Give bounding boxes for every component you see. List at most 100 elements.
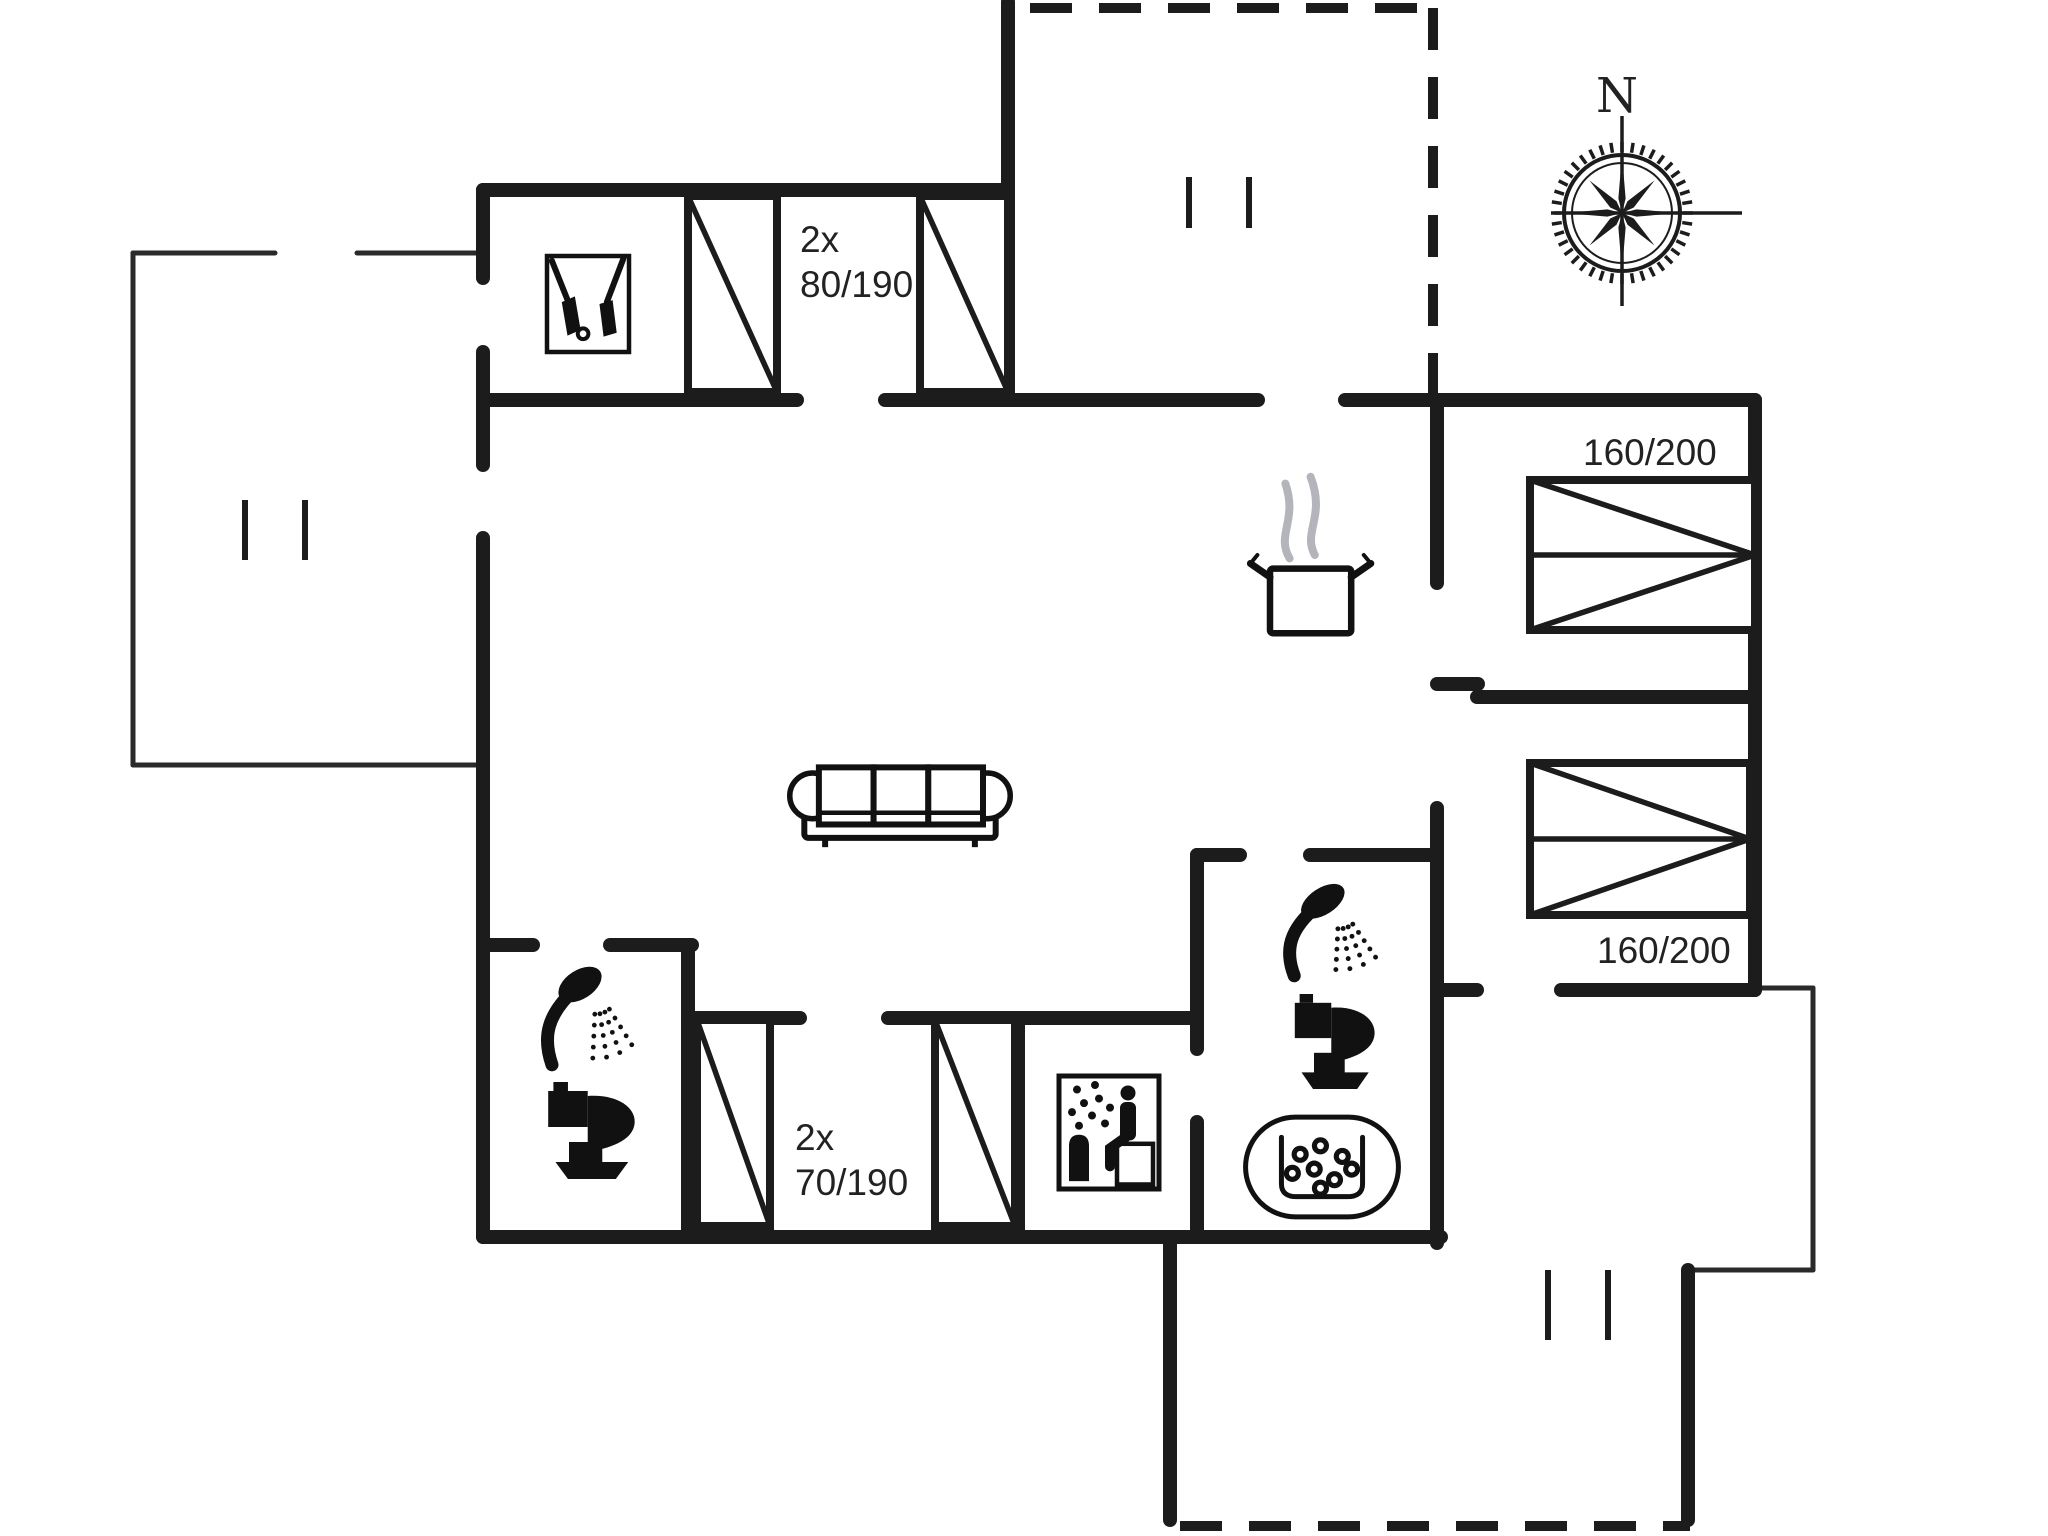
label-line: 80/190 bbox=[800, 264, 913, 305]
spray-dot bbox=[1345, 924, 1351, 930]
bed-diagonal bbox=[1529, 760, 1751, 842]
compass-tooth bbox=[1609, 142, 1615, 154]
spray-dot bbox=[609, 1029, 615, 1035]
spray-dot bbox=[1367, 946, 1373, 952]
spray-dot bbox=[613, 1040, 619, 1045]
spray-dot bbox=[617, 1050, 623, 1056]
spray-dot bbox=[1347, 966, 1353, 972]
bed-symbol bbox=[931, 1016, 1019, 1230]
sauna-steam-dot bbox=[1068, 1108, 1076, 1117]
pot-body bbox=[1266, 565, 1355, 637]
shower-icon bbox=[1283, 883, 1379, 983]
spray-dot bbox=[1344, 946, 1349, 952]
compass-tooth bbox=[1553, 230, 1565, 237]
spray-dot bbox=[1350, 921, 1356, 927]
bubble-hole bbox=[1288, 1169, 1296, 1177]
compass-tooth bbox=[1598, 270, 1605, 282]
label-line: 2x bbox=[795, 1117, 835, 1158]
person-legs bbox=[1105, 1132, 1131, 1172]
bed-diagonal bbox=[917, 194, 1011, 394]
compass-tooth bbox=[1551, 200, 1563, 206]
compass-tooth bbox=[1681, 220, 1693, 226]
vacuum-wheel bbox=[575, 326, 591, 342]
bubble-hole bbox=[1331, 1176, 1338, 1184]
sauna-steam-dot bbox=[1095, 1094, 1103, 1103]
bed-diagonal bbox=[1529, 836, 1751, 918]
room-icons bbox=[540, 253, 1401, 1220]
spray-dot bbox=[612, 1015, 618, 1021]
compass-tooth bbox=[1578, 261, 1588, 272]
person-body bbox=[1120, 1101, 1136, 1141]
spray-dot bbox=[602, 1009, 608, 1015]
bed-symbol bbox=[684, 192, 781, 396]
compass-tooth bbox=[1656, 261, 1666, 272]
compass-tooth bbox=[1551, 220, 1563, 226]
terrace-outline bbox=[130, 250, 1816, 1273]
sauna-steam-dot bbox=[1106, 1103, 1114, 1112]
toilet-stem bbox=[569, 1142, 603, 1164]
spray-dot bbox=[1345, 956, 1351, 962]
compass-tooth bbox=[1609, 272, 1615, 284]
spray-dot bbox=[623, 1033, 629, 1039]
toilet-bowl bbox=[587, 1095, 635, 1152]
label-line: 2x bbox=[800, 219, 840, 260]
tool-handle bbox=[603, 255, 627, 306]
spray-dot bbox=[1333, 967, 1339, 972]
brush-body bbox=[599, 300, 617, 337]
shower-head bbox=[558, 966, 602, 1003]
steam-wisp bbox=[1280, 479, 1294, 563]
compass-tooth bbox=[1588, 266, 1596, 278]
spray-dot bbox=[591, 1022, 597, 1028]
spray-dot bbox=[1335, 926, 1341, 932]
sauna-steam-dot bbox=[1101, 1119, 1109, 1128]
spray-dot bbox=[1356, 929, 1361, 935]
compass-tooth bbox=[1639, 270, 1646, 282]
toilet-base bbox=[1301, 1072, 1369, 1090]
toilet-button bbox=[1299, 994, 1314, 1003]
toilet-tank bbox=[1294, 1002, 1332, 1039]
pot-handle bbox=[1347, 560, 1375, 581]
bubble-hole bbox=[1338, 1152, 1346, 1160]
bed-symbol bbox=[1526, 759, 1754, 919]
label-line: 160/200 bbox=[1583, 432, 1717, 473]
shower-icon bbox=[540, 966, 635, 1072]
spray-dot bbox=[618, 1024, 623, 1030]
bubble-hole bbox=[1296, 1150, 1304, 1158]
compass-tooth bbox=[1648, 266, 1656, 278]
compass-tooth bbox=[1553, 189, 1565, 196]
roof-overhang-dashed bbox=[1030, 3, 1690, 1531]
compass-tooth bbox=[1675, 179, 1687, 187]
sauna-steam-dot bbox=[1075, 1121, 1083, 1130]
label-line: 70/190 bbox=[795, 1162, 908, 1203]
spray-dot bbox=[591, 1033, 597, 1039]
spray-dot bbox=[1333, 956, 1339, 962]
spray-dot bbox=[602, 1043, 608, 1049]
compass-tooth bbox=[1598, 144, 1605, 156]
compass-tooth bbox=[1639, 144, 1646, 156]
spray-dot bbox=[607, 1006, 612, 1012]
bed-diagonal bbox=[685, 194, 780, 394]
spray-dot bbox=[604, 1054, 609, 1060]
spray-dot bbox=[599, 1022, 605, 1028]
compass-tooth bbox=[1663, 161, 1674, 172]
bed-diagonal bbox=[1529, 552, 1756, 633]
compass-tooth bbox=[1629, 272, 1635, 284]
bubble-hole bbox=[1348, 1165, 1356, 1173]
toilet-bowl bbox=[1331, 1007, 1375, 1063]
sauna-steam-dot bbox=[1091, 1081, 1099, 1090]
spray-dot bbox=[606, 1019, 612, 1025]
bubble-hole bbox=[1317, 1184, 1324, 1192]
compass-point bbox=[1622, 213, 1655, 246]
cooking-pot-icon bbox=[1246, 472, 1375, 637]
spray-dot bbox=[600, 1033, 606, 1038]
toilet-icon bbox=[1294, 994, 1375, 1090]
bubble-hole bbox=[1310, 1165, 1318, 1173]
compass-tooth bbox=[1588, 148, 1596, 160]
toilet-button bbox=[553, 1082, 568, 1091]
label-line: 160/200 bbox=[1597, 930, 1731, 971]
whirlpool-tub bbox=[1278, 1134, 1366, 1200]
